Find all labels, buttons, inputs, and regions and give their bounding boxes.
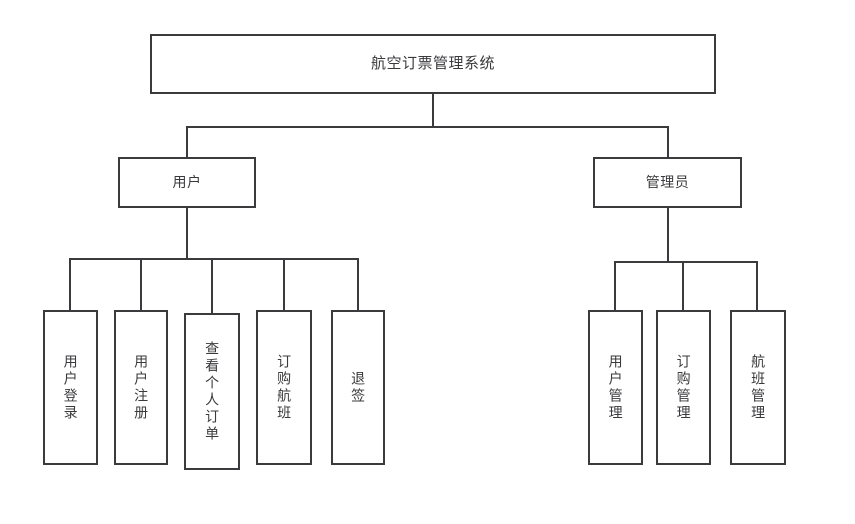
node-leaf-user-registration: 用户注册: [114, 310, 168, 465]
connector-user-bus: [69, 258, 359, 260]
connector-root-drop: [432, 94, 434, 128]
connector-user-leaf-1: [69, 258, 71, 311]
node-leaf-user-registration-label: 用户注册: [133, 353, 150, 422]
node-leaf-book-flight-label: 订购航班: [276, 353, 293, 422]
connector-drop-user: [186, 126, 188, 158]
connector-user-leaf-5: [357, 258, 359, 311]
connector-admin-leaf-2: [682, 261, 684, 311]
node-leaf-user-management-label: 用户管理: [607, 353, 624, 422]
connector-user-leaf-2: [140, 258, 142, 311]
node-leaf-order-management-label: 订购管理: [675, 353, 692, 422]
connector-admin-bus: [614, 261, 758, 263]
node-leaf-flight-management: 航班管理: [730, 310, 786, 465]
node-leaf-order-management: 订购管理: [656, 310, 711, 465]
connector-admin-stem: [667, 207, 669, 262]
connector-user-leaf-3: [211, 258, 213, 314]
node-leaf-user-login-label: 用户登录: [62, 353, 79, 422]
connector-drop-admin: [667, 126, 669, 158]
node-leaf-refund: 退签: [331, 310, 385, 465]
connector-branch-bus: [186, 126, 669, 128]
node-branch-admin: 管理员: [593, 157, 742, 208]
connector-admin-leaf-3: [756, 261, 758, 311]
node-branch-admin-label: 管理员: [645, 174, 690, 191]
node-leaf-view-personal-orders: 查看个人订单: [184, 313, 240, 470]
connector-user-leaf-4: [283, 258, 285, 311]
node-branch-user: 用户: [118, 157, 256, 208]
node-leaf-book-flight: 订购航班: [256, 310, 312, 465]
connector-admin-leaf-1: [614, 261, 616, 311]
node-branch-user-label: 用户: [172, 174, 202, 191]
node-leaf-user-login: 用户登录: [43, 310, 98, 465]
node-leaf-flight-management-label: 航班管理: [750, 353, 767, 422]
node-leaf-refund-label: 退签: [350, 370, 367, 405]
connector-user-stem: [186, 207, 188, 259]
node-leaf-view-personal-orders-label: 查看个人订单: [204, 340, 221, 443]
node-root-label: 航空订票管理系统: [370, 55, 495, 73]
node-leaf-user-management: 用户管理: [588, 310, 643, 465]
node-root-system: 航空订票管理系统: [150, 34, 716, 94]
